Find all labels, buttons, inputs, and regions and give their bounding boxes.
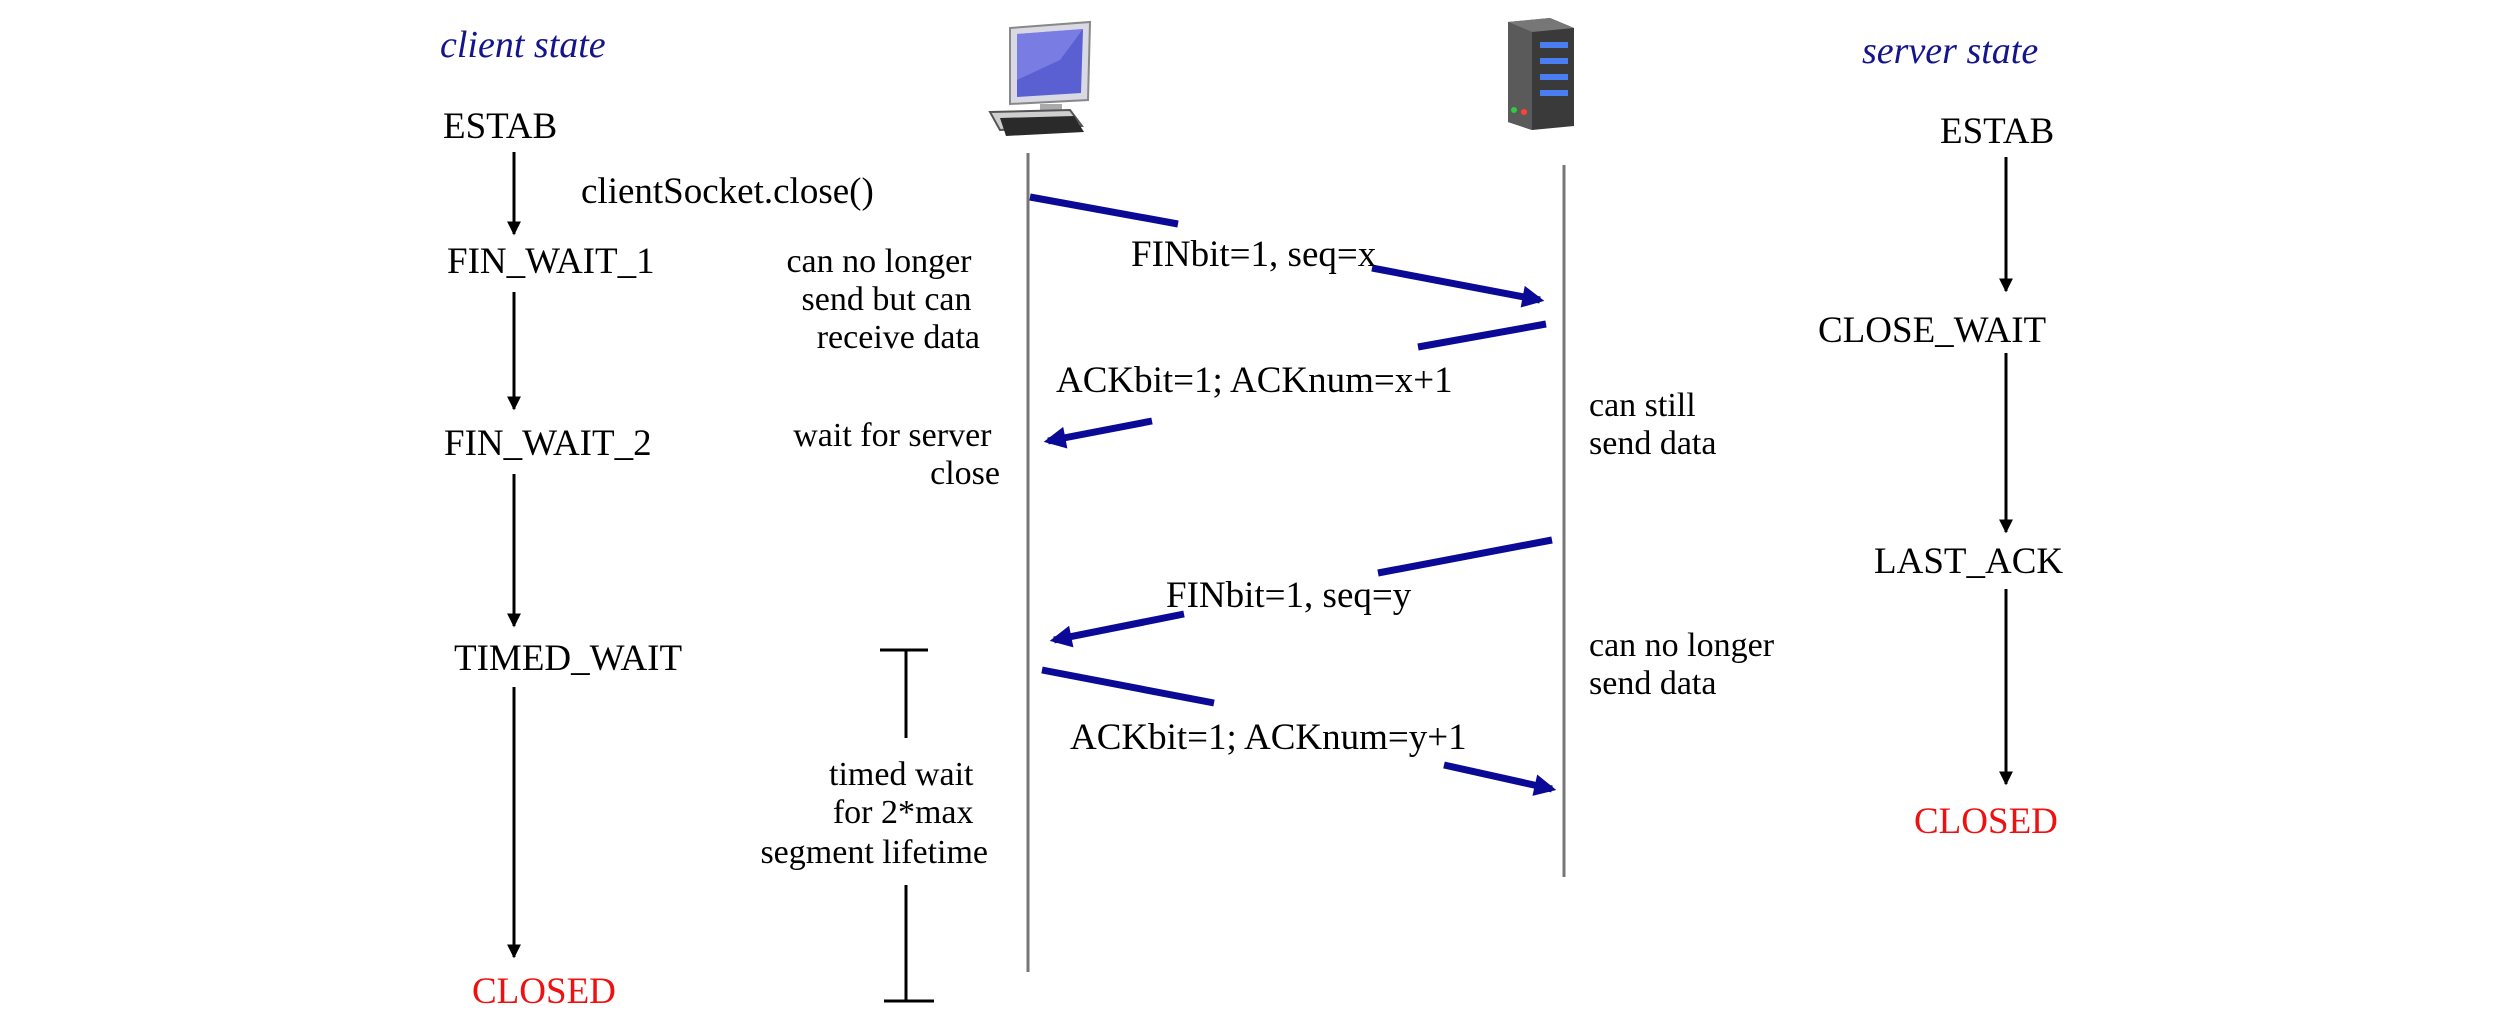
timed-wait-bracket (880, 648, 934, 1003)
client-state-fin-wait-1: FIN_WAIT_1 (447, 241, 655, 282)
message-label: FINbit=1, seq=y (1166, 575, 1412, 616)
client-state-estab: ESTAB (443, 106, 557, 147)
server-state-close-wait: CLOSE_WAIT (1818, 310, 2046, 351)
client-state-timed-wait: TIMED_WAIT (454, 638, 682, 679)
desktop-computer-icon (988, 20, 1092, 136)
message-label: FINbit=1, seq=x (1131, 234, 1377, 275)
client-state-fin-wait-2: FIN_WAIT_2 (444, 423, 652, 464)
server-state-estab: ESTAB (1940, 111, 2054, 152)
server-state-last-ack: LAST_ACK (1874, 541, 2063, 582)
message-ack-x: ACKbit=1; ACKnum=x+1 (1043, 320, 1547, 449)
message-fin-y: FINbit=1, seq=y (1049, 536, 1553, 648)
server-state-title: server state (1862, 30, 2038, 72)
note-fin-wait-2: wait for server close (793, 417, 1000, 492)
client-state-title: client state (440, 24, 606, 66)
note-fin-wait-1: can no longer send but can receive data (786, 243, 980, 356)
message-label: ACKbit=1; ACKnum=y+1 (1070, 717, 1467, 758)
server-tower-icon (1508, 18, 1574, 130)
client-state-closed: CLOSED (472, 971, 616, 1012)
note-can-no-longer-send: can no longer send data (1589, 627, 1783, 702)
note-timed-wait: timed wait for 2*max segment lifetime (760, 756, 988, 871)
server-state-closed: CLOSED (1914, 801, 2058, 842)
message-ack-y: ACKbit=1; ACKnum=y+1 (1041, 666, 1557, 796)
message-fin-x: FINbit=1, seq=x (1029, 193, 1545, 308)
client-close-call: clientSocket.close() (581, 171, 874, 212)
note-can-still-send: can still send data (1589, 387, 1716, 462)
message-label: ACKbit=1; ACKnum=x+1 (1056, 360, 1453, 401)
